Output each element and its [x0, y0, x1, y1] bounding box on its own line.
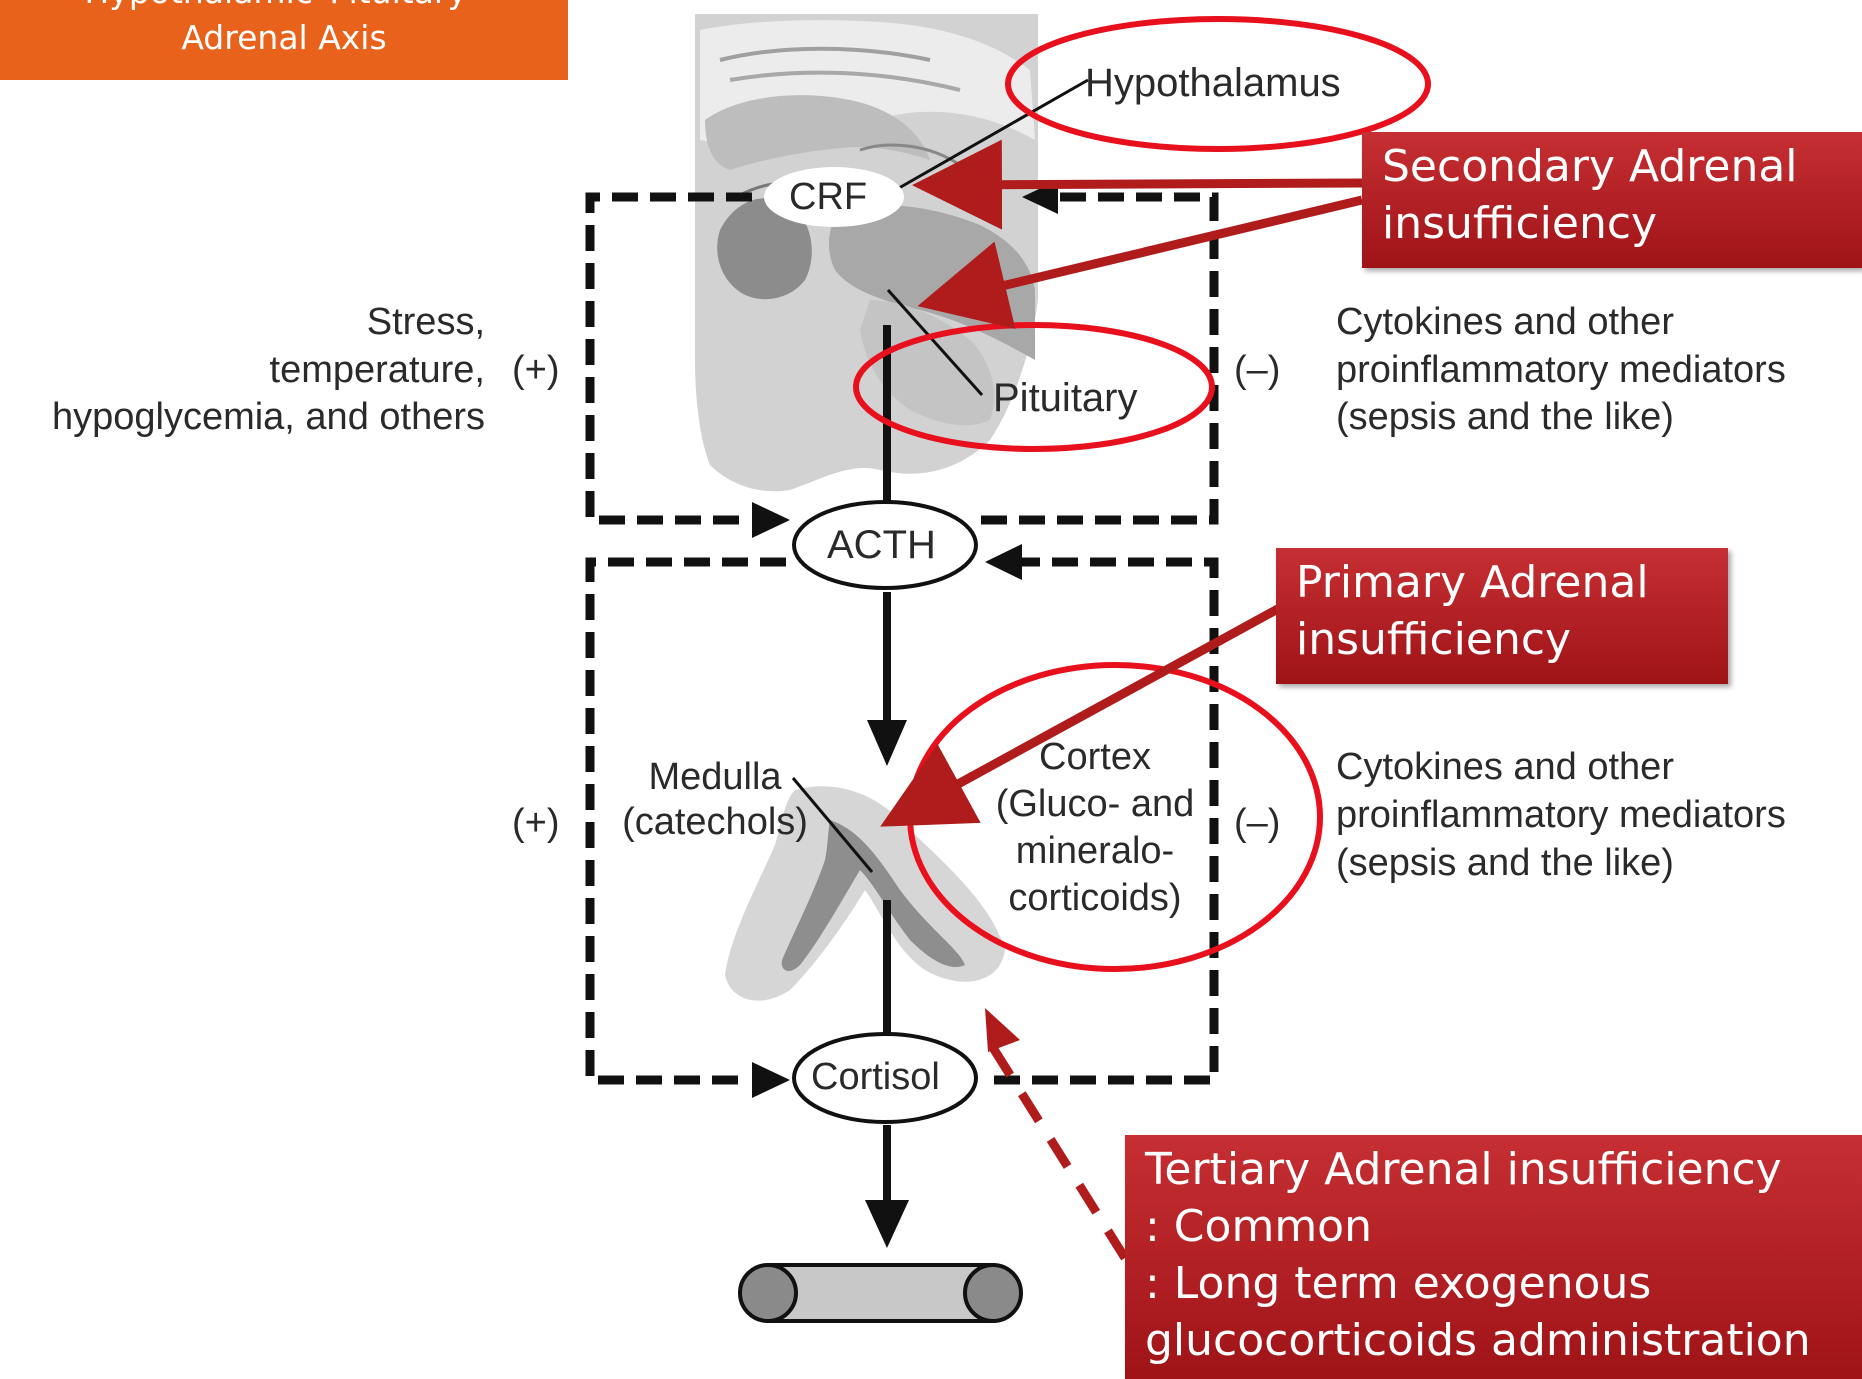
- cortex-line-4: corticoids): [980, 875, 1210, 922]
- medulla-line-2: (catechols): [600, 799, 830, 846]
- cytokines-bottom-line-3: (sepsis and the like): [1336, 840, 1674, 887]
- secondary-callout-line-1: Secondary Adrenal: [1382, 138, 1862, 195]
- brain-illustration: [695, 14, 1038, 491]
- medulla-line-1: Medulla: [600, 754, 830, 801]
- cytokines-bottom-line-2: proinflammatory mediators: [1336, 792, 1786, 839]
- stress-line-2: temperature,: [100, 347, 485, 394]
- plus-sign-bottom: (+): [512, 800, 560, 847]
- plus-sign-top: (+): [512, 347, 560, 394]
- primary-callout-line-1: Primary Adrenal: [1296, 554, 1728, 611]
- acth-label: ACTH: [827, 522, 936, 569]
- primary-callout-line-2: insufficiency: [1296, 611, 1728, 668]
- stress-line-3: hypoglycemia, and others: [0, 394, 485, 441]
- pituitary-label: Pituitary: [993, 375, 1138, 422]
- tertiary-callout-line-4: glucocorticoids administration: [1145, 1312, 1862, 1369]
- cytokines-top-line-1: Cytokines and other: [1336, 299, 1674, 346]
- cortex-line-2: (Gluco- and: [980, 781, 1210, 828]
- secondary-callout-line-2: insufficiency: [1382, 195, 1862, 252]
- tertiary-insufficiency-callout: Tertiary Adrenal insufficiency : Common …: [1125, 1135, 1862, 1379]
- cortex-line-1: Cortex: [980, 734, 1210, 781]
- tertiary-callout-line-3: : Long term exogenous: [1145, 1255, 1862, 1312]
- tertiary-arrowhead: [985, 1008, 1020, 1052]
- target-tissue-cylinder: [740, 1265, 1021, 1321]
- cytokines-top-line-2: proinflammatory mediators: [1336, 347, 1786, 394]
- cortisol-label: Cortisol: [811, 1054, 940, 1101]
- tertiary-callout-line-1: Tertiary Adrenal insufficiency: [1145, 1141, 1862, 1198]
- primary-insufficiency-callout: Primary Adrenal insufficiency: [1276, 548, 1728, 684]
- cytokines-bottom-line-1: Cytokines and other: [1336, 744, 1674, 791]
- stress-line-1: Stress,: [100, 299, 485, 346]
- cytokines-top-line-3: (sepsis and the like): [1336, 394, 1674, 441]
- minus-sign-top: (–): [1234, 347, 1280, 394]
- secondary-insufficiency-callout: Secondary Adrenal insufficiency: [1362, 132, 1862, 268]
- hypothalamus-label: Hypothalamus: [1085, 60, 1341, 107]
- tertiary-callout-line-2: : Common: [1145, 1198, 1862, 1255]
- crf-label: CRF: [789, 174, 867, 221]
- minus-sign-bottom: (–): [1234, 800, 1280, 847]
- cortex-line-3: mineralo-: [980, 828, 1210, 875]
